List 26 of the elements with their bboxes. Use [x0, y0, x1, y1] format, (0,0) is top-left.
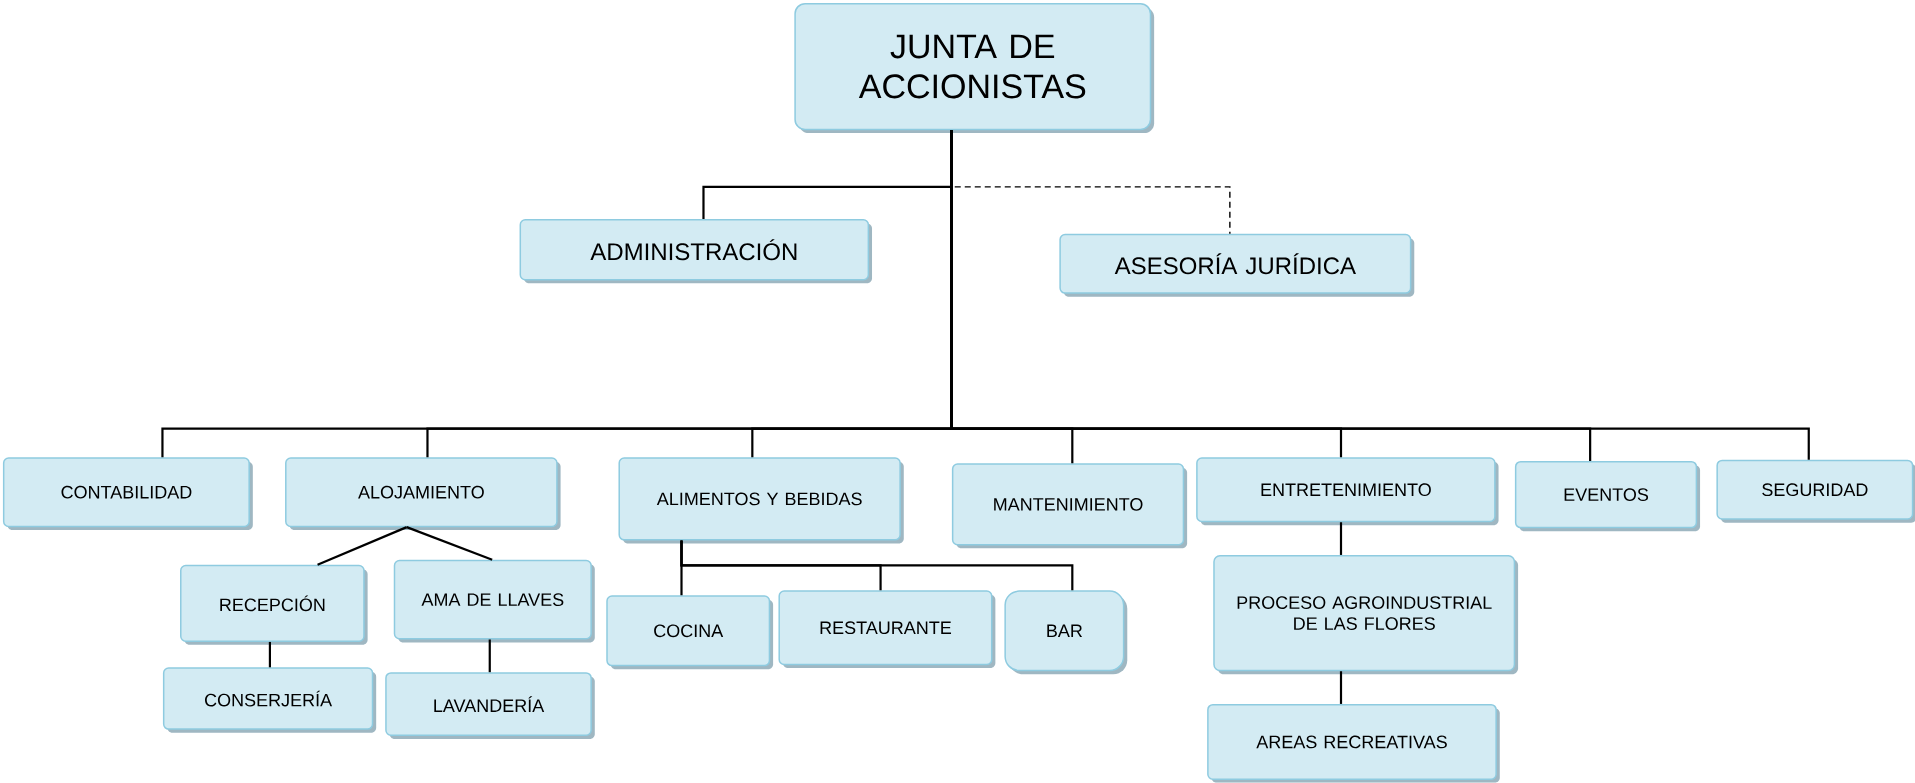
connector-line — [268, 642, 272, 668]
connector-line — [1339, 522, 1343, 555]
connector-line — [317, 526, 408, 566]
connector-line — [680, 540, 1074, 591]
org-box: AREAS RECREATIVAS — [1207, 704, 1500, 783]
org-box: MANTENIMIENTO — [951, 463, 1188, 549]
org-box: AMA DE LLAVES — [393, 559, 595, 643]
org-box: CONTABILIDAD — [2, 457, 253, 531]
org-box: ALOJAMIENTO — [285, 457, 561, 531]
org-box: CONSERJERÍA — [162, 667, 377, 733]
org-box: PROCESO AGROINDUSTRIAL DE LAS FLORES — [1213, 555, 1519, 675]
connector-line — [488, 639, 491, 673]
org-box: JUNTA DE ACCIONISTAS — [794, 3, 1155, 134]
org-box: ADMINISTRACIÓN — [519, 219, 872, 284]
org-box: ENTRETENIMIENTO — [1196, 457, 1499, 526]
org-box: ASESORÍA JURÍDICA — [1059, 233, 1415, 297]
connector-line — [1339, 671, 1343, 704]
connector-line — [950, 130, 1810, 460]
org-box: RESTAURANTE — [778, 590, 996, 669]
org-box: COCINA — [606, 595, 774, 670]
org-box: RECEPCIÓN — [180, 564, 368, 645]
org-box: ALIMENTOS Y BEBIDAS — [618, 457, 904, 544]
org-box: EVENTOS — [1514, 461, 1701, 532]
org-box: BAR — [1004, 590, 1128, 675]
org-box: LAVANDERÍA — [385, 672, 595, 739]
org-box: SEGURIDAD — [1716, 459, 1915, 523]
